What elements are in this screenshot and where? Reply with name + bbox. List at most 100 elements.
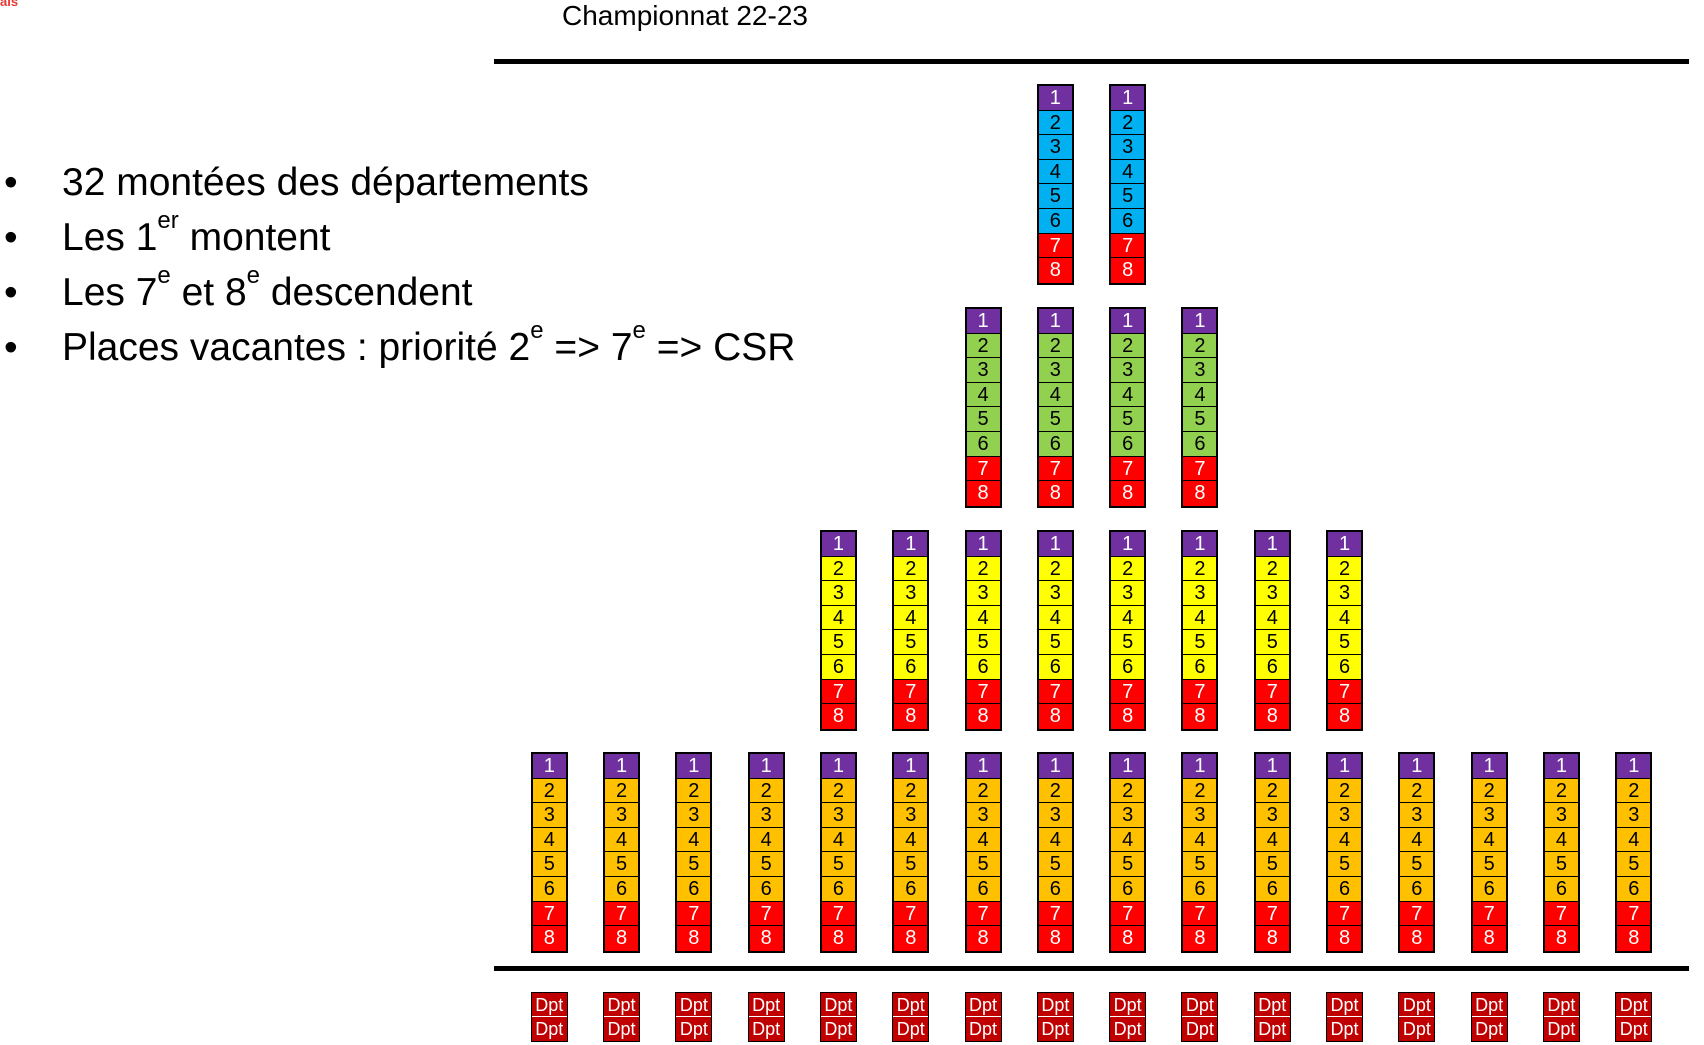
rank-cell: 6 xyxy=(1038,431,1072,457)
department-label: Dpt xyxy=(531,993,567,1017)
rank-cell: 4 xyxy=(1038,605,1072,631)
rank-cell: 5 xyxy=(1038,852,1072,877)
rank-cell: 4 xyxy=(749,827,783,853)
rank-cell: 1 xyxy=(966,309,1000,334)
rank-cell: 8 xyxy=(1183,926,1217,951)
rank-cell: 4 xyxy=(1400,827,1434,853)
rank-cell: 5 xyxy=(821,630,855,655)
rank-cell: 3 xyxy=(966,581,1000,606)
rank-cell: 8 xyxy=(677,926,711,951)
rank-cell: 3 xyxy=(1328,581,1362,606)
rank-cell: 6 xyxy=(1183,431,1217,457)
rank-cell: 4 xyxy=(821,605,855,631)
rank-cell: 2 xyxy=(894,556,928,582)
bullet-dot: • xyxy=(4,326,18,369)
department-label: Dpt xyxy=(1113,1019,1142,1039)
rank-cell: 8 xyxy=(894,926,928,951)
rank-cell: 3 xyxy=(1183,803,1217,828)
bullet-text-part: Les 1 xyxy=(62,216,158,259)
rank-cell: 2 xyxy=(605,778,639,804)
rank-cell: 6 xyxy=(605,876,639,902)
rank-cell: 6 xyxy=(1111,876,1145,902)
rank-cell: 8 xyxy=(532,926,566,951)
rank-cell: 7 xyxy=(1111,679,1145,705)
rank-cell: 3 xyxy=(1328,803,1362,828)
rank-cell: 3 xyxy=(894,803,928,828)
rank-cell: 5 xyxy=(1111,852,1145,877)
department-label: Dpt xyxy=(896,1019,925,1039)
bottom-divider xyxy=(494,966,1689,971)
rank-cell: 1 xyxy=(966,754,1000,779)
rank-cell: 1 xyxy=(1255,532,1289,557)
rank-cell: 5 xyxy=(1472,852,1506,877)
rank-cell: 5 xyxy=(1183,407,1217,432)
rank-cell: 4 xyxy=(966,382,1000,408)
department-label: Dpt xyxy=(1185,1019,1214,1039)
rank-cell: 6 xyxy=(1111,431,1145,457)
rank-cell: 4 xyxy=(894,605,928,631)
rank-cell: 3 xyxy=(966,803,1000,828)
rank-cell: 5 xyxy=(1255,630,1289,655)
rank-cell: 7 xyxy=(1111,901,1145,927)
rank-cell: 6 xyxy=(1472,876,1506,902)
rank-cell: 2 xyxy=(1328,778,1362,804)
rank-cell: 5 xyxy=(1544,852,1578,877)
rank-cell: 2 xyxy=(677,778,711,804)
rank-cell: 8 xyxy=(1472,926,1506,951)
rank-cell: 2 xyxy=(966,778,1000,804)
rank-cell: 8 xyxy=(1617,926,1651,951)
rank-cell: 6 xyxy=(894,876,928,902)
rank-cell: 8 xyxy=(1038,481,1072,506)
rank-cell: 4 xyxy=(1183,605,1217,631)
rank-cell: 7 xyxy=(1111,456,1145,482)
rank-cell: 2 xyxy=(1400,778,1434,804)
rank-cell: 4 xyxy=(1111,605,1145,631)
rank-cell: 6 xyxy=(1400,876,1434,902)
rank-cell: 7 xyxy=(677,901,711,927)
department-label: Dpt xyxy=(1616,993,1652,1017)
department-label: Dpt xyxy=(820,993,856,1017)
rank-cell: 4 xyxy=(1111,159,1145,185)
department-label: Dpt xyxy=(1471,993,1507,1017)
rank-cell: 7 xyxy=(1038,456,1072,482)
rank-cell: 8 xyxy=(1255,926,1289,951)
rank-cell: 2 xyxy=(1038,333,1072,359)
department-label: Dpt xyxy=(1327,993,1363,1017)
rank-cell: 1 xyxy=(966,532,1000,557)
department-label: Dpt xyxy=(1330,1019,1359,1039)
rank-cell: 8 xyxy=(1111,481,1145,506)
rank-cell: 3 xyxy=(1038,803,1072,828)
department-label: Dpt xyxy=(1543,993,1579,1017)
department-label: Dpt xyxy=(1619,1019,1648,1039)
rank-cell: 5 xyxy=(1038,630,1072,655)
rank-cell: 3 xyxy=(821,803,855,828)
rank-cell: 2 xyxy=(1111,778,1145,804)
rank-cell: 3 xyxy=(894,581,928,606)
rank-cell: 6 xyxy=(966,876,1000,902)
rank-cell: 8 xyxy=(1038,926,1072,951)
rank-cell: 3 xyxy=(966,358,1000,383)
rank-cell: 5 xyxy=(1255,852,1289,877)
page-title: Championnat 22-23 xyxy=(562,0,808,31)
